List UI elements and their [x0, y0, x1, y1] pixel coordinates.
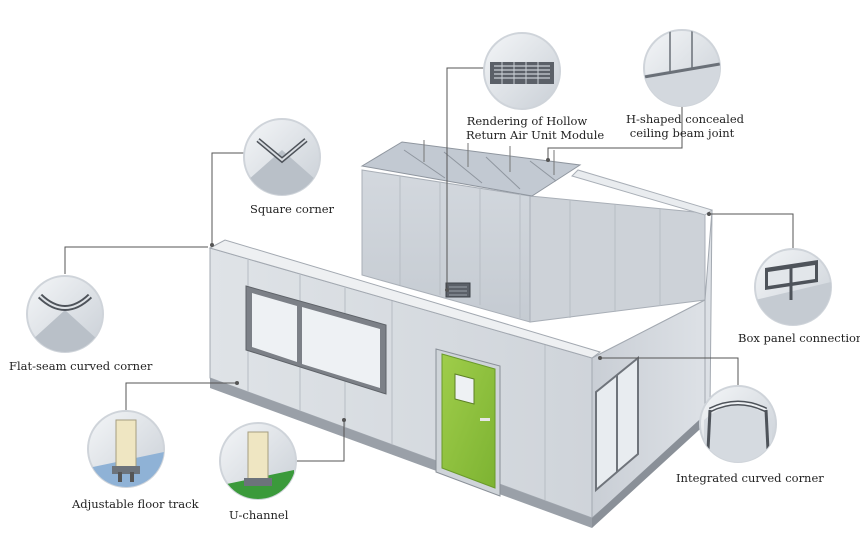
- wall-cap: [571, 169, 714, 216]
- cleanroom-model: [208, 140, 714, 528]
- hollow-return-air-label: Rendering of Hollow Return Air Unit Modu…: [466, 114, 605, 142]
- hollow-label-line2: Return Air Unit Module: [466, 128, 605, 142]
- beam-label-line1: H-shaped concealed: [626, 112, 744, 126]
- floor-track-label: Adjustable floor track: [72, 497, 199, 511]
- h-beam-joint-icon: [643, 29, 721, 107]
- beam-label-line2: ceiling beam joint: [629, 126, 735, 140]
- square-corner-icon: [243, 118, 321, 196]
- u-channel-label: U-channel: [229, 508, 289, 522]
- h-beam-label: H-shaped concealed ceiling beam joint: [626, 112, 744, 140]
- integrated-corner-label: Integrated curved corner: [676, 471, 824, 485]
- leader-lines: [64, 67, 794, 462]
- door-window: [454, 373, 475, 405]
- flat-seam-curved-corner-icon: [26, 275, 104, 353]
- flat-seam-label: Flat-seam curved corner: [9, 359, 153, 373]
- u-channel-icon: [219, 422, 297, 500]
- hollow-label-line1: Rendering of Hollow: [466, 114, 588, 128]
- integrated-curved-corner-icon: [699, 385, 777, 463]
- back-right-wall: [529, 195, 706, 323]
- hollow-return-air-icon: [483, 32, 561, 110]
- box-panel-connection-icon: [754, 248, 832, 326]
- square-corner-label: Square corner: [250, 202, 335, 216]
- box-panel-label: Box panel connection: [738, 331, 860, 345]
- floor-track-icon: [87, 410, 165, 488]
- ceiling-module: [360, 141, 582, 197]
